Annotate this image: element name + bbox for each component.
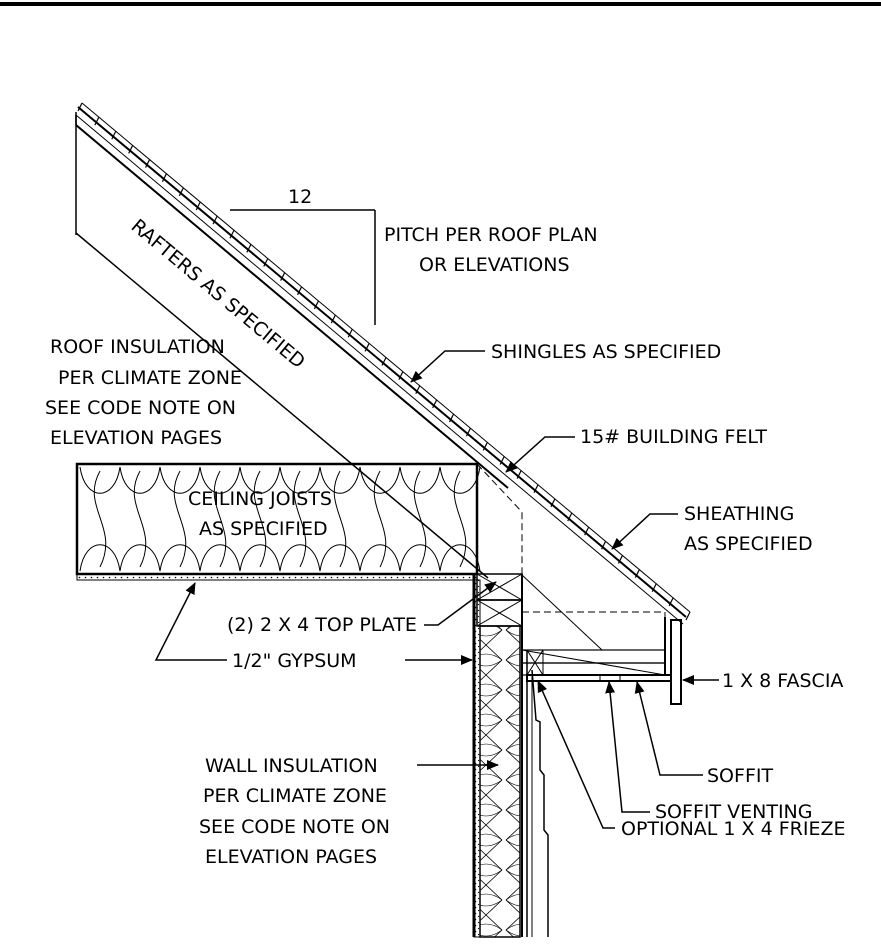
shingle-tick bbox=[178, 187, 184, 197]
shingle-tick bbox=[617, 555, 623, 564]
wall-insulation-line4: ELEVATION PAGES bbox=[205, 846, 377, 868]
fascia-label: 1 X 8 FASCIA bbox=[722, 670, 843, 692]
batt-loop bbox=[399, 466, 441, 572]
shingle-tick bbox=[195, 201, 201, 211]
shingle-tick bbox=[533, 484, 539, 494]
ceiling-batt-insulation bbox=[79, 466, 481, 572]
shingle-tick bbox=[297, 286, 303, 296]
leader-lines bbox=[154, 350, 719, 829]
shingle-tick bbox=[432, 399, 438, 409]
top-plate bbox=[476, 573, 523, 627]
shingle-tick bbox=[465, 427, 471, 437]
shingle-tick bbox=[415, 385, 421, 395]
shingle-tick bbox=[263, 258, 269, 267]
shingle-tick bbox=[584, 526, 590, 536]
batt-loop bbox=[439, 466, 481, 572]
batt-loop bbox=[359, 466, 401, 572]
shingle-tick bbox=[550, 498, 556, 508]
shingle-tick bbox=[449, 413, 455, 423]
shingle-tick bbox=[229, 229, 235, 239]
shingle-tick bbox=[651, 583, 657, 592]
batt-loop bbox=[119, 466, 161, 572]
shingle-tick bbox=[634, 569, 640, 578]
batt-loop bbox=[159, 466, 201, 572]
wall-insulation-line1: WALL INSULATION bbox=[205, 755, 378, 777]
gypsum-label: 1/2" GYPSUM bbox=[232, 650, 357, 672]
soffit-venting-label: SOFFIT VENTING bbox=[655, 801, 812, 823]
shingle-tick bbox=[668, 597, 674, 607]
felt-label: 15# BUILDING FELT bbox=[580, 426, 767, 448]
roof-assembly bbox=[75, 102, 691, 625]
pitch-note-line1: PITCH PER ROOF PLAN bbox=[384, 224, 598, 246]
roof-insulation-line3: SEE CODE NOTE ON bbox=[45, 397, 236, 419]
pitch-run-label: 12 bbox=[288, 186, 312, 208]
shingle-tick bbox=[567, 512, 573, 522]
shingle-tick bbox=[111, 131, 117, 140]
shingle-tick bbox=[685, 611, 691, 621]
shingle-tick bbox=[601, 541, 607, 550]
shingle-tick bbox=[145, 159, 151, 168]
roof-insulation-line1: ROOF INSULATION bbox=[50, 336, 225, 358]
shingle-tick bbox=[94, 116, 100, 126]
shingle-tick bbox=[313, 300, 319, 310]
batt-loop bbox=[199, 466, 241, 572]
shingle-tick bbox=[381, 357, 387, 366]
overhang-assembly bbox=[521, 574, 682, 705]
shingle-tick bbox=[347, 328, 353, 338]
sheathing-line2: AS SPECIFIED bbox=[684, 533, 813, 555]
shingle-tick bbox=[330, 314, 336, 324]
shingle-tick bbox=[128, 145, 134, 154]
batt-loop bbox=[279, 466, 321, 572]
ceiling-gypsum bbox=[76, 573, 478, 581]
shingle-courses bbox=[77, 102, 691, 621]
pitch-indicator bbox=[230, 209, 376, 325]
batt-loop bbox=[239, 466, 281, 572]
roof-insulation-line2: PER CLIMATE ZONE bbox=[58, 367, 242, 389]
fascia-board bbox=[670, 619, 682, 705]
shingles-label: SHINGLES AS SPECIFIED bbox=[491, 341, 721, 363]
wall-assembly bbox=[472, 574, 549, 938]
pitch-note-line2: OR ELEVATIONS bbox=[419, 254, 570, 276]
shingle-tick bbox=[482, 442, 488, 451]
wall-insulation-line2: PER CLIMATE ZONE bbox=[203, 785, 387, 807]
roof-insulation-line4: ELEVATION PAGES bbox=[50, 427, 222, 449]
batt-loop bbox=[79, 466, 121, 572]
sheathing-line1: SHEATHING bbox=[684, 503, 794, 525]
shingle-tick bbox=[280, 272, 286, 281]
batt-loop bbox=[319, 466, 361, 572]
shingle-tick bbox=[364, 343, 370, 352]
shingle-tick bbox=[398, 371, 404, 380]
shingle-tick bbox=[77, 102, 83, 112]
shingle-tick bbox=[246, 244, 252, 253]
shingle-tick bbox=[212, 215, 218, 225]
top-plate-label: (2) 2 X 4 TOP PLATE bbox=[227, 614, 417, 636]
shingle-tick bbox=[499, 456, 505, 465]
soffit-label: SOFFIT bbox=[707, 765, 773, 787]
wall-insulation-line3: SEE CODE NOTE ON bbox=[199, 816, 390, 838]
shingle-tick bbox=[161, 173, 167, 182]
wall-gypsum bbox=[473, 579, 481, 938]
ceiling-joists-line1: CEILING JOISTS bbox=[188, 488, 332, 510]
frieze-label: OPTIONAL 1 X 4 FRIEZE bbox=[621, 818, 845, 840]
shingle-tick bbox=[516, 470, 522, 479]
ceiling-joists-line2: AS SPECIFIED bbox=[199, 518, 328, 540]
